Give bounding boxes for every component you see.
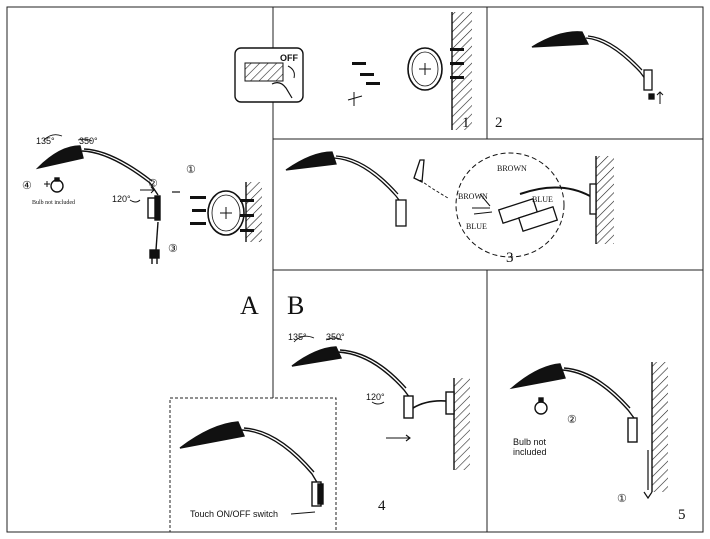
circled-step-5-1: ① — [617, 493, 627, 505]
step-number-3: 3 — [506, 250, 514, 266]
circled-step-a-3: ③ — [168, 243, 178, 255]
wire-label-blue-1: BLUE — [532, 195, 553, 204]
step-number-2: 2 — [495, 115, 503, 131]
step3-art — [285, 151, 614, 258]
panel-grid — [6, 6, 704, 533]
angle-label-b-120: 120° — [366, 392, 385, 402]
step2-art — [531, 31, 664, 104]
wire-label-blue-2: BLUE — [466, 222, 487, 231]
section-label-a: A — [240, 291, 259, 320]
step5-art — [509, 362, 668, 500]
wall-plate-a — [140, 182, 262, 242]
step-number-4: 4 — [378, 498, 386, 514]
step4-art — [291, 335, 470, 470]
step4-detail-art — [179, 421, 324, 515]
lamp-overview-a — [35, 134, 161, 264]
angle-label-b-135: 135° — [288, 332, 307, 342]
circled-step-a-2: ② — [148, 178, 158, 190]
wire-label-brown-2: BROWN — [458, 192, 488, 201]
bulb-note-small: Bulb not included — [32, 200, 75, 206]
section-label-b: B — [287, 291, 305, 320]
circled-step-5-2: ② — [567, 414, 577, 426]
circled-step-a-4: ④ — [22, 180, 32, 192]
switch-label: Touch ON/OFF switch — [190, 509, 279, 519]
off-label: OFF — [280, 53, 298, 63]
step-number-5: 5 — [678, 507, 686, 523]
bulb-note-large: Bulb not included — [513, 437, 547, 457]
circled-step-a-1: ① — [186, 164, 196, 176]
angle-label-a-120: 120° — [112, 194, 131, 204]
angle-label-b-350: 350° — [326, 332, 345, 342]
detail-box — [169, 397, 337, 533]
angle-label-a-135: 135° — [36, 136, 55, 146]
step-number-1: 1 — [462, 115, 470, 131]
wire-label-brown-1: BROWN — [497, 164, 527, 173]
angle-label-a-350: 350° — [79, 136, 98, 146]
step1-art — [234, 12, 472, 130]
